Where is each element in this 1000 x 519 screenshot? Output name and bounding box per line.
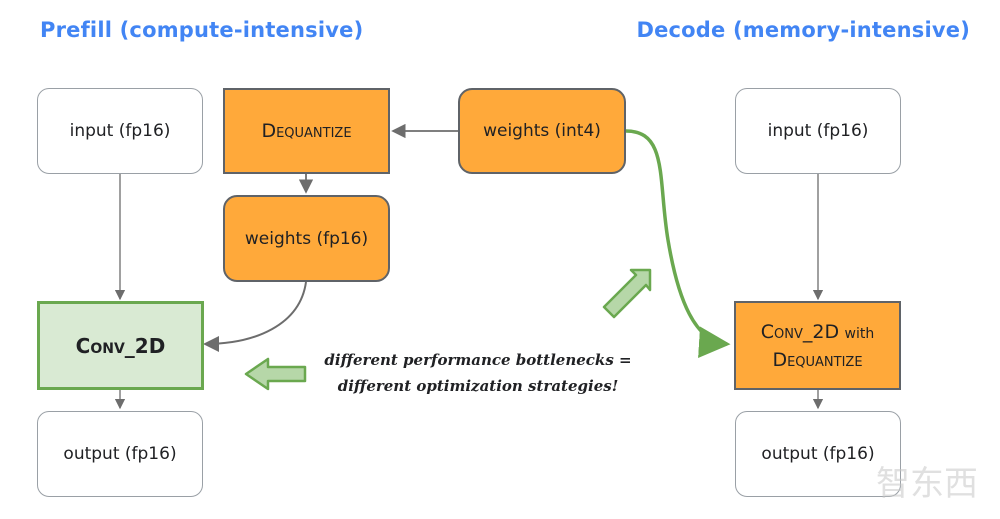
decode-conv-line1: Conv_2D with xyxy=(761,319,874,347)
prefill-output-box: output (fp16) xyxy=(37,411,203,497)
weights-fp16-box: weights (fp16) xyxy=(223,195,390,282)
prefill-input-box: input (fp16) xyxy=(37,88,203,174)
decode-heading: Decode (memory-intensive) xyxy=(636,18,970,42)
conv2d-box: Conv_2D xyxy=(37,301,204,390)
arrow-weights-int4-to-decode-conv xyxy=(625,129,731,358)
prefill-heading: Prefill (compute-intensive) xyxy=(40,18,364,42)
bottleneck-note: different performance bottlenecks = diff… xyxy=(318,347,638,399)
decode-conv-line2: Dequantize xyxy=(772,348,863,371)
decode-conv-main: Conv_2D xyxy=(760,320,840,343)
note-line-2: different optimization strategies! xyxy=(337,377,619,395)
block-arrow-left xyxy=(244,357,307,391)
decode-conv-with: with xyxy=(844,325,875,342)
decode-input-box: input (fp16) xyxy=(735,88,901,174)
arrow-weights-fp16-to-conv xyxy=(203,281,307,352)
conv2d-with-dequantize-box: Conv_2D with Dequantize xyxy=(734,301,901,390)
block-arrow-up-right xyxy=(602,268,652,319)
weights-int4-box: weights (int4) xyxy=(458,88,626,174)
watermark-logo: 智东西 xyxy=(876,464,978,504)
dequantize-box: Dequantize xyxy=(223,88,390,174)
decode-output-box: output (fp16) xyxy=(735,411,901,497)
note-line-1: different performance bottlenecks = xyxy=(324,351,632,369)
